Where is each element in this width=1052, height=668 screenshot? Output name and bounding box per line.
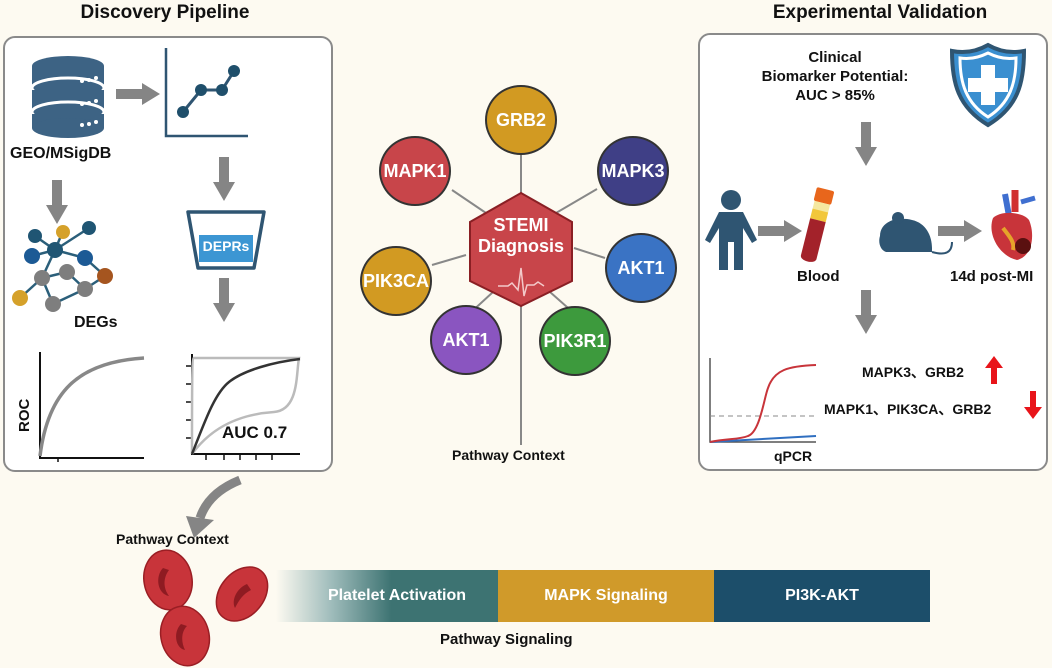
gene-node-grb2: GRB2 [485, 85, 557, 155]
auc-label: AUC 0.7 [222, 423, 288, 442]
pathway-segment-mapk: MAPK Signaling [498, 570, 714, 622]
gene-node-mapk1: MAPK1 [379, 136, 451, 206]
line-chart-icon [164, 48, 248, 138]
pathway-context-label: Pathway Context [116, 531, 229, 547]
stemi-diagnosis-label: STEMI Diagnosis [470, 215, 572, 257]
upregulated-genes: MAPK3、GRB2 [862, 364, 964, 380]
discovery-title: Discovery Pipeline [80, 2, 250, 23]
validation-title: Experimental Validation [772, 2, 988, 23]
arrow-right-icon [938, 220, 982, 242]
gene-network-icon [12, 221, 113, 312]
pathway-segment-label: MAPK Signaling [544, 587, 668, 604]
clinical-line3: AUC > 85% [795, 87, 875, 104]
person-icon [705, 190, 757, 270]
red-blood-cells-icon [143, 549, 269, 667]
arrow-down-icon [213, 157, 235, 201]
arrow-down-icon [855, 290, 877, 334]
pathway-signaling-caption: Pathway Signaling [440, 631, 573, 648]
gene-node-pik3ca: PIK3CA [360, 246, 432, 316]
arrow-right-icon [116, 83, 160, 105]
arrow-right-icon [758, 220, 802, 242]
arrow-down-icon [46, 180, 68, 224]
stemi-line1: STEMI [493, 215, 549, 235]
shield-icon [949, 42, 1027, 128]
funnel-label: DEPRs [202, 238, 250, 254]
roc-chart-icon [38, 352, 145, 462]
gene-node-akt1-right: AKT1 [605, 233, 677, 303]
stemi-line2: Diagnosis [477, 236, 565, 256]
database-label: GEO/MSigDB [10, 145, 112, 162]
clinical-potential-text: Clinical Biomarker Potential: AUC > 85% [760, 48, 910, 105]
arrow-down-red-icon [1024, 391, 1042, 419]
downregulated-genes: MAPK1、PIK3CA、GRB2 [824, 401, 992, 417]
arrow-up-icon [985, 356, 1003, 384]
qpcr-chart-icon [709, 358, 817, 443]
gene-node-pik3r1: PIK3R1 [539, 306, 611, 376]
mouse-icon [879, 212, 953, 255]
pathway-segment-label: PI3K-AKT [785, 587, 859, 604]
gene-node-akt1-left: AKT1 [430, 305, 502, 375]
pathway-segment-pi3k: PI3K-AKT [714, 570, 930, 622]
heart-icon [991, 190, 1036, 260]
pathway-segment-label: Platelet Activation [327, 587, 467, 604]
pathway-segment-platelet: Platelet Activation [276, 570, 498, 622]
arrow-down-icon [213, 278, 235, 322]
network-caption: Pathway Context [452, 447, 565, 463]
network-label: DEGs [74, 314, 118, 331]
auc-chart-icon [186, 354, 301, 460]
curved-arrow-icon [186, 475, 242, 538]
gene-node-mapk3: MAPK3 [597, 136, 669, 206]
database-icon [30, 56, 106, 138]
qpcr-label: qPCR [774, 448, 813, 464]
blood-tube-icon [800, 187, 834, 262]
arrow-down-icon [855, 122, 877, 166]
model-label: 14d post-MI [950, 268, 1034, 285]
clinical-line1: Clinical [808, 49, 862, 66]
clinical-line2: Biomarker Potential: [761, 68, 909, 85]
blood-label: Blood [797, 268, 840, 285]
stemi-hexagon [469, 191, 573, 308]
funnel-icon [186, 210, 266, 270]
